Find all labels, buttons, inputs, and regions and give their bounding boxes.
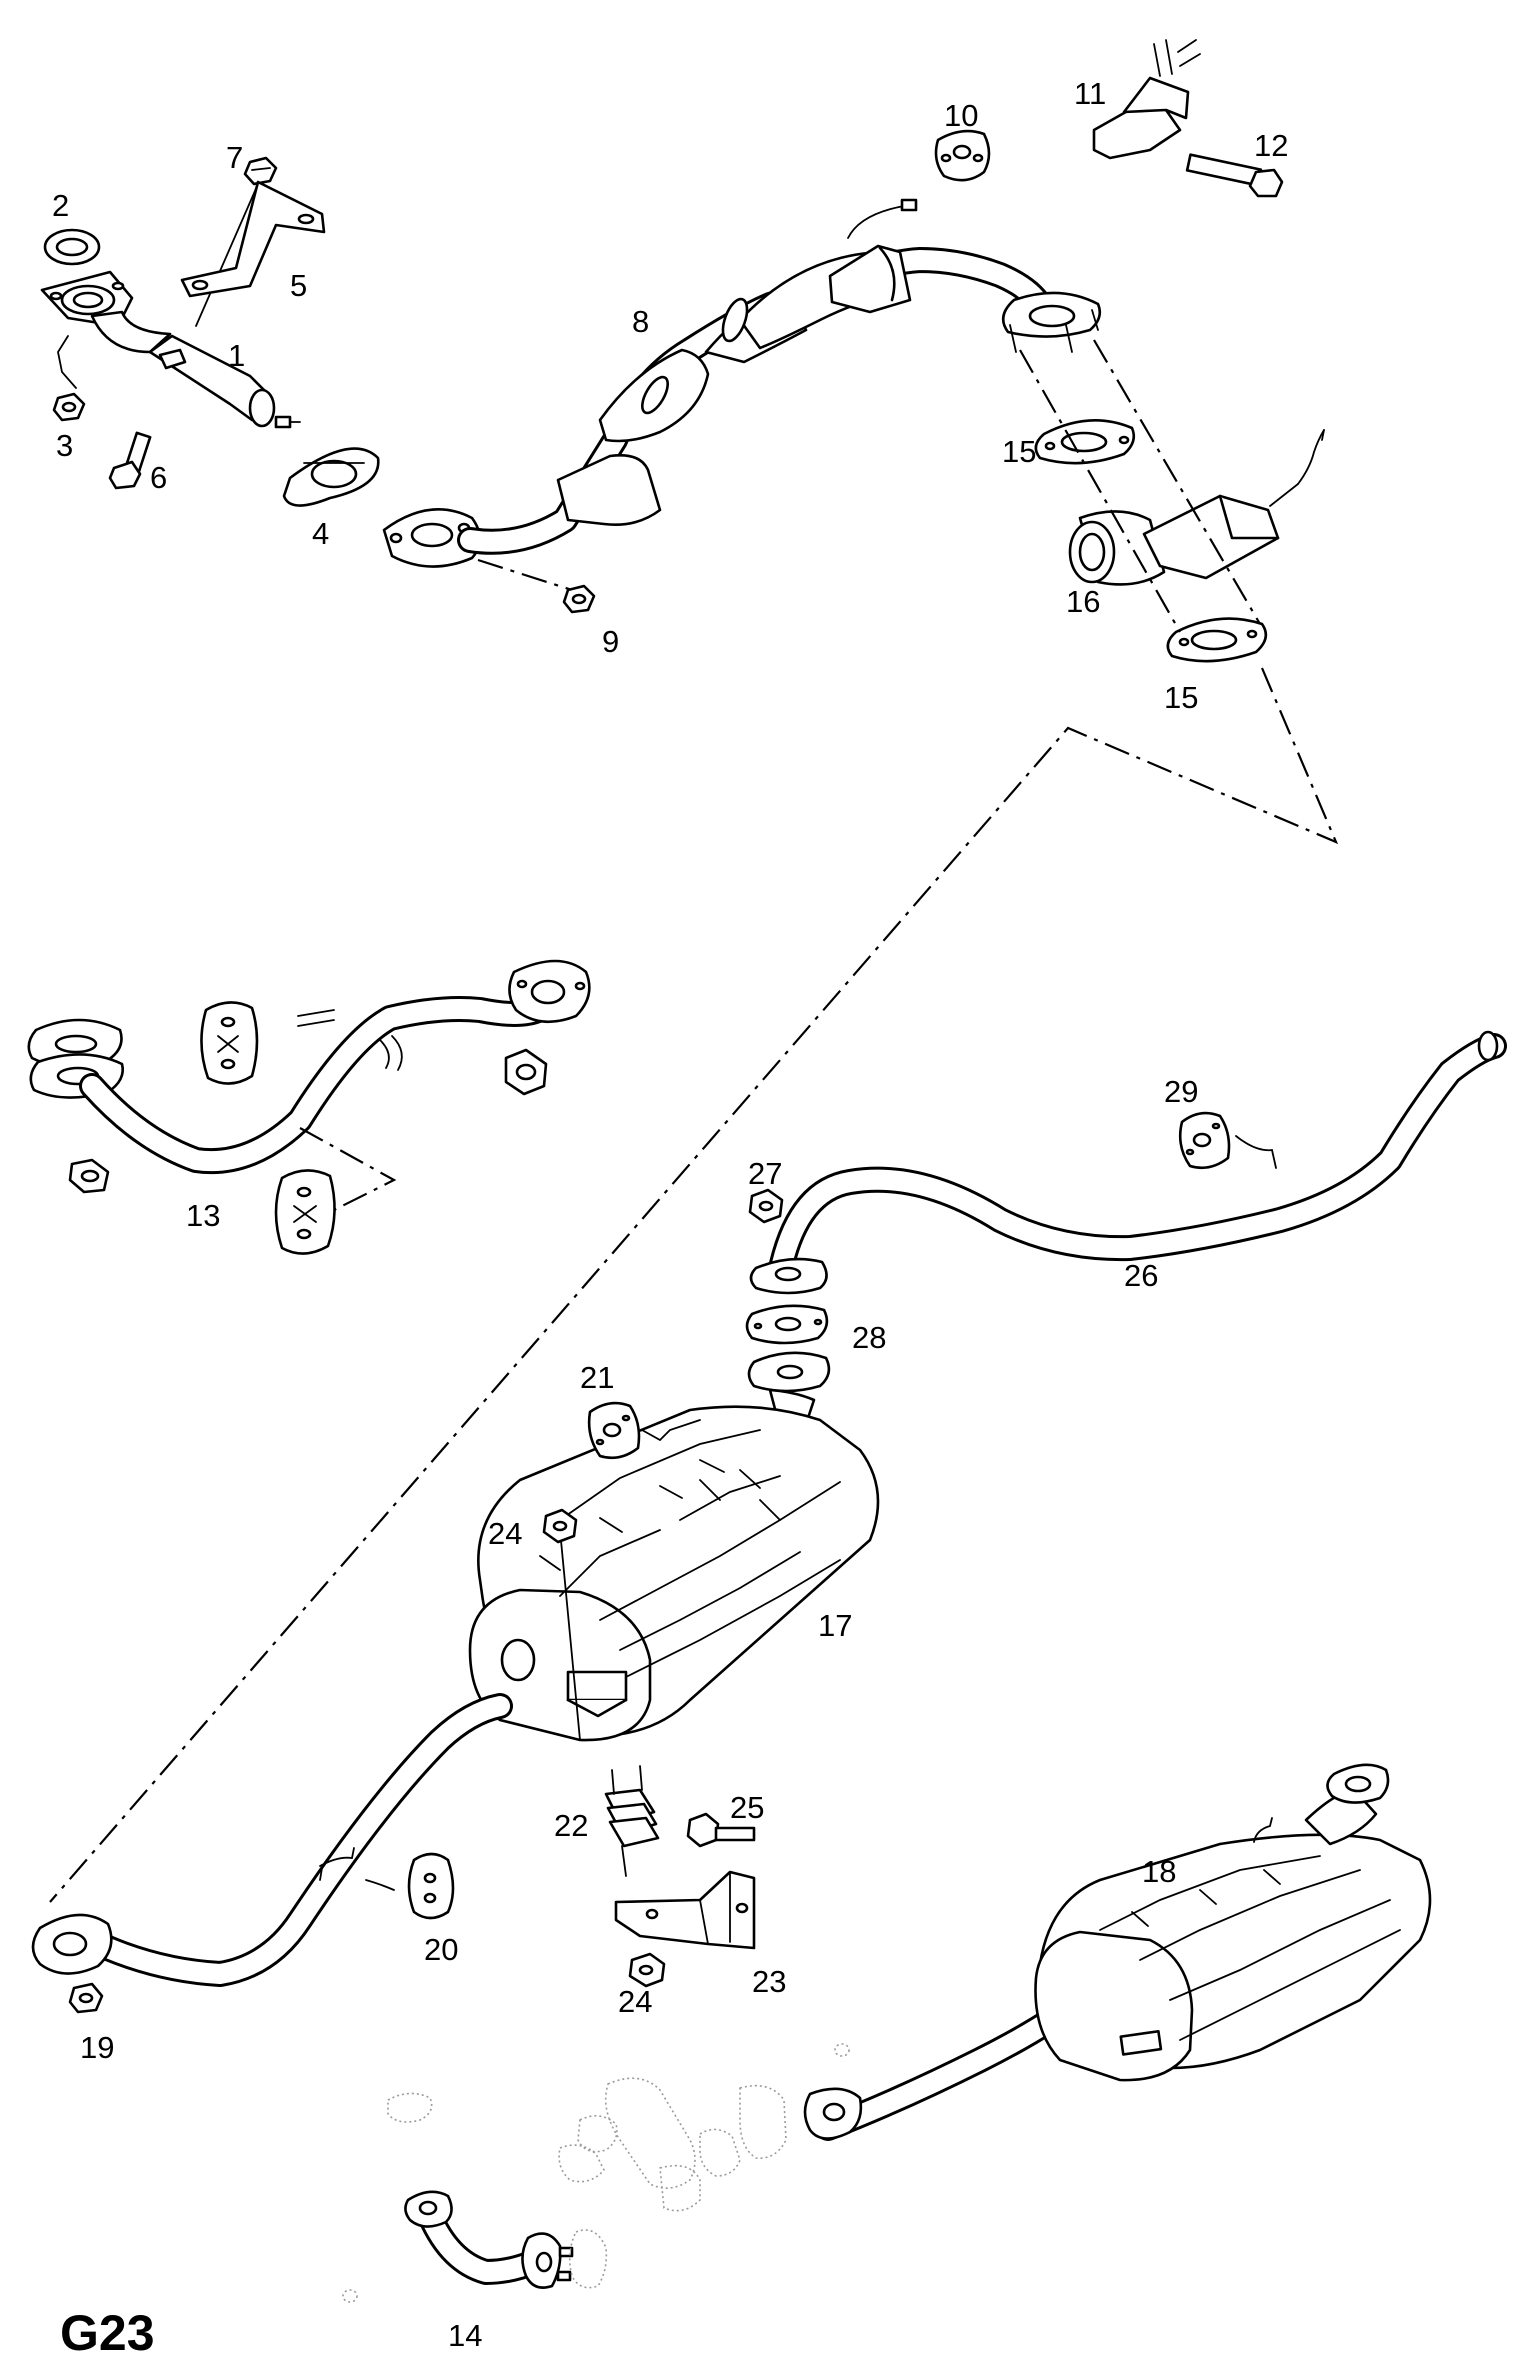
callout-11: 11 — [1074, 76, 1106, 111]
callout-1: 1 — [228, 338, 245, 373]
gasket-2 — [43, 228, 101, 266]
nut-27 — [748, 1188, 784, 1224]
middle-silencer-17 — [468, 1388, 880, 1742]
callout-4: 4 — [312, 516, 329, 551]
nut-7 — [243, 156, 278, 186]
callout-14: 14 — [448, 2318, 482, 2353]
sheet-code: G23 — [60, 2305, 155, 2361]
bracket-5 — [180, 180, 326, 298]
rubber-mount-20 — [407, 1852, 455, 1920]
callout-24-bottom: 24 — [618, 1984, 652, 2019]
callout-27: 27 — [748, 1156, 782, 1191]
callout-15-upper: 15 — [1002, 434, 1036, 469]
callout-20: 20 — [424, 1932, 458, 1967]
nut-24-top — [542, 1508, 578, 1544]
callout-23: 23 — [752, 1964, 786, 1999]
front-pipe-14 — [404, 2190, 608, 2289]
bracket-23 — [614, 1870, 756, 1950]
callout-10: 10 — [944, 98, 978, 133]
downpipe-1 — [40, 270, 301, 429]
leader-1 — [57, 335, 77, 389]
callout-2: 2 — [52, 188, 69, 223]
callout-13: 13 — [186, 1198, 220, 1233]
gasket-28b — [747, 1351, 831, 1393]
bolt-25 — [686, 1812, 756, 1848]
gasket-28 — [745, 1304, 829, 1345]
callout-8: 8 — [632, 304, 649, 339]
callout-6: 6 — [150, 460, 167, 495]
front-pipe-8 — [382, 198, 1102, 568]
tail-pipe-26 — [749, 1030, 1507, 1295]
leader-15a — [1019, 349, 1181, 633]
callout-25: 25 — [730, 1790, 764, 1825]
callout-29: 29 — [1164, 1074, 1198, 1109]
callout-19: 19 — [80, 2030, 114, 2065]
callout-22: 22 — [554, 1808, 588, 1843]
nut-13a — [68, 1158, 110, 1194]
callout-7: 7 — [226, 140, 243, 175]
leader-24-top — [559, 1529, 581, 1741]
gasket-15-upper — [1034, 419, 1136, 465]
nut-19 — [68, 1982, 104, 2014]
callout-26: 26 — [1124, 1258, 1158, 1293]
gasket-4 — [282, 447, 380, 507]
callout-5: 5 — [290, 268, 307, 303]
callout-3: 3 — [56, 428, 73, 463]
nut-13b — [504, 1048, 548, 1096]
callout-9: 9 — [602, 624, 619, 659]
rubber-mount-10 — [934, 129, 991, 182]
callout-12: 12 — [1254, 128, 1288, 163]
rear-silencer-18 — [803, 1763, 1432, 2141]
nut-9 — [562, 584, 596, 614]
leader-9 — [477, 558, 573, 592]
gasket-15-lower — [1166, 617, 1268, 663]
rubber-mount-29 — [1178, 1111, 1231, 1170]
bolt-6 — [108, 431, 152, 490]
hanger-22 — [604, 1765, 660, 1877]
callout-16: 16 — [1066, 584, 1100, 619]
bolt-12 — [1185, 153, 1284, 198]
leader-15b — [1093, 339, 1261, 625]
triangle-leader — [49, 667, 1339, 1903]
bracket-11 — [1092, 39, 1201, 160]
nut-3 — [52, 392, 86, 422]
oxygen-sensor-16 — [1068, 429, 1325, 586]
rubber-mount-21 — [587, 1401, 641, 1460]
leader-13 — [299, 1127, 397, 1211]
rubber-mount-13b — [274, 1169, 336, 1255]
ghost-parts — [342, 2043, 850, 2303]
callout-28: 28 — [852, 1320, 886, 1355]
leader-7 — [195, 183, 259, 327]
callout-24-top: 24 — [488, 1516, 522, 1551]
nut-24-bottom — [628, 1952, 666, 1988]
rubber-mount-13a — [200, 1001, 259, 1085]
callout-21: 21 — [580, 1360, 614, 1395]
callout-17: 17 — [818, 1608, 852, 1643]
rear-pipe-19 — [31, 1693, 513, 1987]
callout-18: 18 — [1142, 1854, 1176, 1889]
callout-15-lower: 15 — [1164, 680, 1198, 715]
hanger-21 — [641, 1419, 701, 1442]
intermediate-pipe-13 — [27, 959, 591, 1175]
